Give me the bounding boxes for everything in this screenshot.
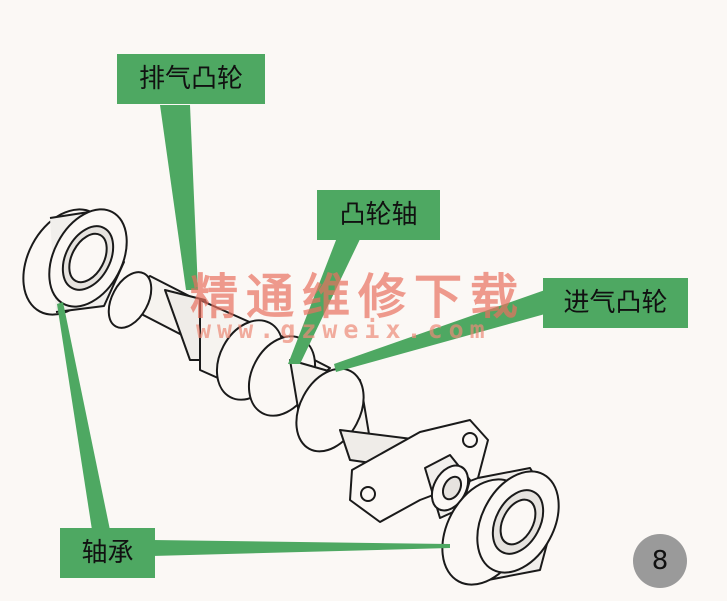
leader-bearing-left	[57, 302, 110, 530]
leader-bearing-right	[152, 540, 450, 556]
leader-intake-cam	[334, 290, 545, 372]
label-intake-cam: 进气凸轮	[543, 278, 688, 328]
label-exhaust-cam: 排气凸轮	[117, 54, 265, 104]
label-camshaft: 凸轮轴	[317, 190, 440, 240]
leader-lines	[57, 105, 545, 556]
left-bearing	[22, 208, 128, 316]
camshaft-body	[107, 271, 489, 523]
watermark-url: www.gzweix.com	[196, 315, 491, 344]
right-bearing	[441, 467, 560, 586]
leader-camshaft	[288, 235, 362, 364]
leader-exhaust-cam	[160, 105, 198, 290]
watermark-title: 精通维修下载	[190, 269, 527, 325]
page-number-badge: 8	[633, 534, 687, 588]
label-bearing: 轴承	[60, 528, 155, 578]
